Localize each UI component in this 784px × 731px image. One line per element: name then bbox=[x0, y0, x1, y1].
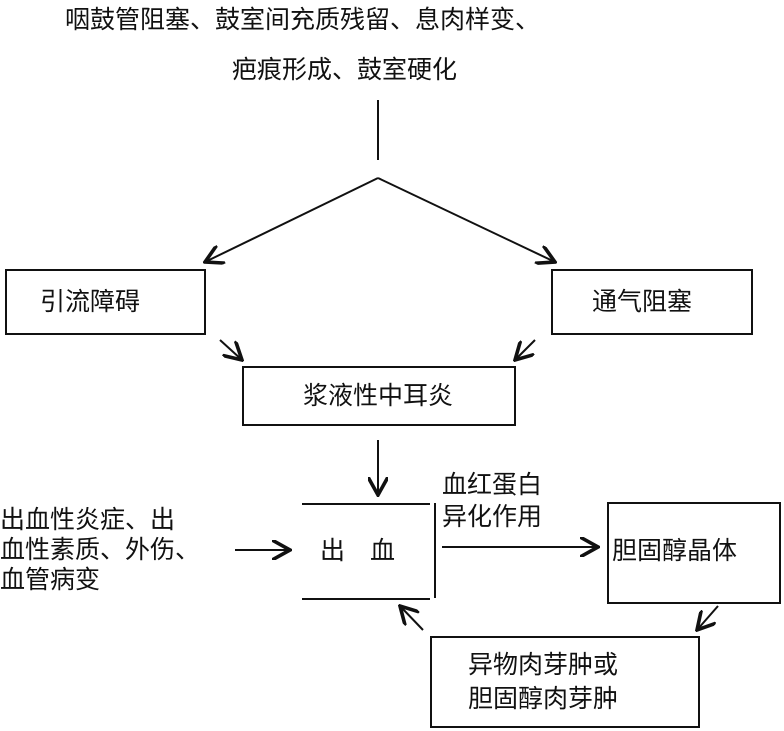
cholesterol-crystal-label: 胆固醇晶体 bbox=[612, 536, 738, 565]
serous-otitis-label: 浆液性中耳炎 bbox=[303, 381, 454, 410]
edge-label-line-1: 血红蛋白 bbox=[442, 470, 543, 499]
hemorrhage-label: 出 血 bbox=[320, 536, 396, 565]
drainage-box bbox=[5, 269, 206, 335]
cholesterol-crystal-box bbox=[607, 502, 781, 604]
granuloma-line-2: 胆固醇肉芽肿 bbox=[468, 684, 619, 713]
edge-label-line-2: 异化作用 bbox=[442, 502, 543, 531]
arrow-crystal-to-granuloma bbox=[697, 605, 719, 630]
arrow-to-drainage bbox=[205, 177, 379, 262]
hemorrhage-cause-line-3: 血管病变 bbox=[0, 565, 101, 594]
causes-line-1: 咽鼓管阻塞、鼓室间充质残留、息肉样变、 bbox=[65, 5, 541, 34]
ventilation-box bbox=[551, 269, 753, 335]
drainage-label: 引流障碍 bbox=[40, 287, 141, 316]
hemorrhage-cause-line-2: 血性素质、外伤、 bbox=[0, 535, 201, 564]
arrow-granuloma-to-hemorrhage bbox=[400, 606, 424, 631]
serous-otitis-box bbox=[242, 366, 516, 426]
arrow-ventilation-to-otitis bbox=[515, 339, 536, 360]
granuloma-box bbox=[430, 636, 700, 728]
causes-line-2: 疤痕形成、鼓室硬化 bbox=[232, 55, 458, 84]
arrow-drainage-to-otitis bbox=[219, 339, 242, 360]
ventilation-label: 通气阻塞 bbox=[592, 287, 693, 316]
arrow-to-ventilation bbox=[377, 177, 555, 262]
hemorrhage-cause-line-1: 出血性炎症、出 bbox=[0, 505, 176, 534]
granuloma-line-1: 异物肉芽肿或 bbox=[468, 650, 619, 679]
